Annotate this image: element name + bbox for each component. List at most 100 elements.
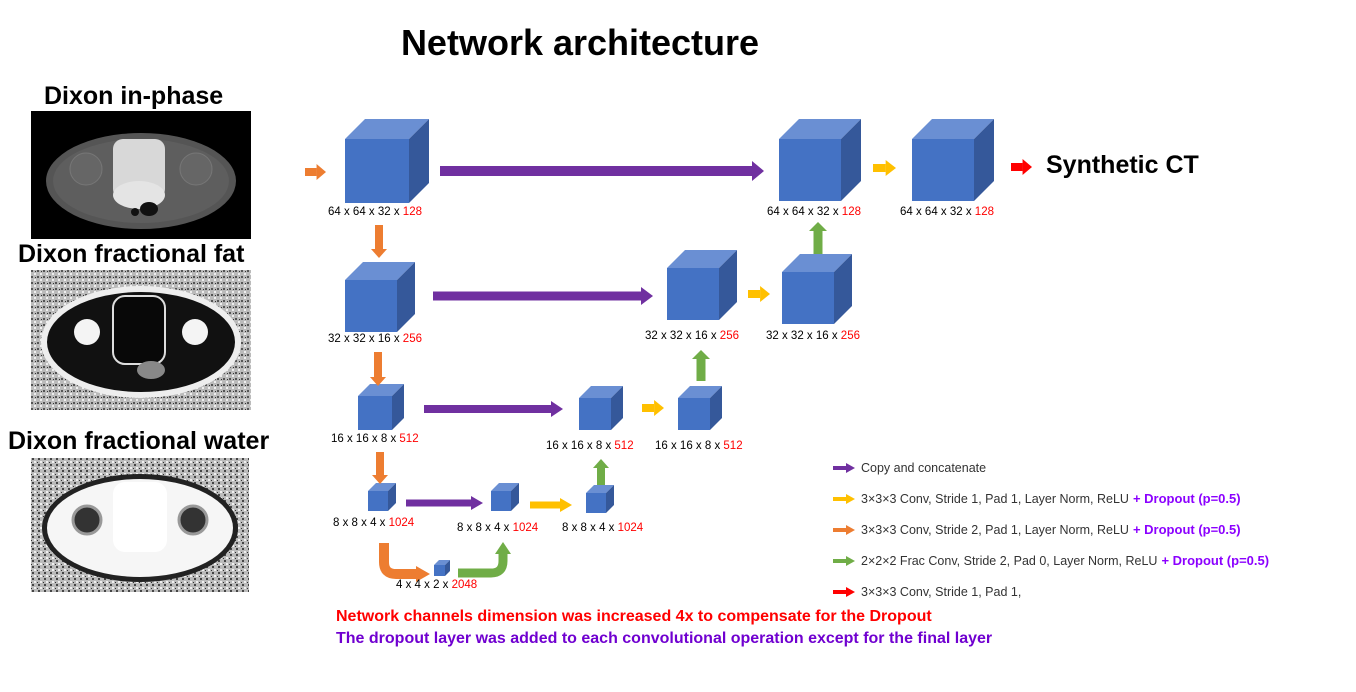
cube-dec2b [782,254,852,324]
channels-text: 1024 [512,522,539,534]
cube-top-face [368,483,396,491]
fractional-fat-scan-graphic [31,270,251,410]
block-label-dec1a: 64 x 64 x 32 x 128 [767,206,861,218]
channels-text: 1024 [388,517,415,529]
cube-front-face [779,139,841,201]
up-arrow-bottleneck [458,542,511,578]
dims-text: 64 x 64 x 32 x [328,206,403,218]
diagram-title: Network architecture [400,22,760,63]
cube-enc4 [368,483,396,511]
cube-front-face [912,139,974,201]
note-channels: Network channels dimension was increased… [336,608,932,625]
cube-side-face [409,119,429,203]
cube-side-face [841,119,861,201]
block-label-dec2b: 32 x 32 x 16 x 256 [766,330,860,342]
cube-side-face [710,386,722,430]
conv-arrow-dec4 [530,498,572,512]
cube-side-face [606,485,614,513]
cube-front-face [491,491,511,511]
output-label: Synthetic CT [1046,151,1199,179]
channels-text: 128 [841,206,861,218]
channels-text: 256 [719,330,739,342]
cube-front-face [368,491,388,511]
legend-text: 3×3×3 Conv, Stride 1, Pad 1, [861,584,1022,599]
legend-item: 3×3×3 Conv, Stride 1, Pad 1, Layer Norm,… [833,483,1269,514]
dims-text: 8 x 8 x 4 x [562,522,618,534]
cube-dec2a [667,250,737,320]
mri-fractional-fat-image [31,270,251,410]
legend-arrow-icon [833,462,855,473]
channels-text: 128 [402,206,422,218]
input-label-fractional-water: Dixon fractional water [8,427,270,455]
input-arrow [305,164,326,180]
channels-text: 512 [723,440,743,452]
cube-side-face [834,254,852,324]
cube-front-face [579,398,611,430]
down-arrow-bottleneck [379,543,430,582]
block-label-dec3b: 16 x 16 x 8 x 512 [655,440,743,452]
dims-text: 8 x 8 x 4 x [457,522,513,534]
legend-arrow-icon [833,555,855,566]
cube-front-face [345,280,397,332]
cube-top-face [434,560,450,565]
cube-top-face [345,262,415,280]
cube-top-face [579,386,623,398]
legend-item: 2×2×2 Frac Conv, Stride 2, Pad 0, Layer … [833,545,1269,576]
cube-side-face [388,483,396,511]
copy-arrow-level1 [440,161,764,181]
cube-top-face [782,254,852,272]
dims-text: 64 x 64 x 32 x [767,206,842,218]
cube-top-face [491,483,519,491]
cube-side-face [397,262,415,332]
channels-text: 2048 [451,579,478,591]
down-arrow-1 [371,225,387,258]
mri-in-phase-image [31,111,251,239]
copy-arrow-level4 [406,496,483,510]
dims-text: 32 x 32 x 16 x [766,330,841,342]
block-label-dec2a: 32 x 32 x 16 x 256 [645,330,739,342]
copy-arrow-level2 [433,287,653,305]
cube-front-face [667,268,719,320]
channels-text: 512 [614,440,634,452]
block-label-dec1b: 64 x 64 x 32 x 128 [900,206,994,218]
cube-top-face [345,119,429,139]
cube-enc1 [345,119,429,203]
channels-text: 256 [840,330,860,342]
legend-text: Copy and concatenate [861,460,987,475]
conv-arrow-dec1 [873,160,896,176]
legend-item: 3×3×3 Conv, Stride 1, Pad 1, [833,576,1269,607]
dims-text: 4 x 4 x 2 x [396,579,452,591]
final-conv-arrow [1011,159,1032,175]
cube-front-face [434,565,445,576]
legend-text: 2×2×2 Frac Conv, Stride 2, Pad 0, Layer … [861,553,1158,568]
legend-dropout-text: + Dropout (p=0.5) [1161,553,1270,568]
cube-front-face [782,272,834,324]
cube-top-face [779,119,861,139]
legend-text: 3×3×3 Conv, Stride 2, Pad 1, Layer Norm,… [861,522,1129,537]
legend-item: 3×3×3 Conv, Stride 2, Pad 1, Layer Norm,… [833,514,1269,545]
dims-text: 32 x 32 x 16 x [328,333,403,345]
down-arrow-2 [370,352,386,386]
channels-text: 128 [974,206,994,218]
legend-dropout-text: + Dropout (p=0.5) [1132,522,1241,537]
cube-dec1b [912,119,994,201]
cube-front-face [345,139,409,203]
legend-arrow-icon [833,586,855,597]
up-arrow-3 [593,459,609,485]
dims-text: 16 x 16 x 8 x [546,440,615,452]
legend-arrow-icon [833,493,855,504]
legend: Copy and concatenate 3×3×3 Conv, Stride 1… [833,452,1269,607]
cube-bottleneck [434,560,450,576]
input-label-in-phase: Dixon in-phase [44,82,224,110]
cube-top-face [667,250,737,268]
block-label-dec4b: 8 x 8 x 4 x 1024 [562,522,643,534]
mri-fractional-water-image [31,458,249,592]
block-label-enc1: 64 x 64 x 32 x 128 [328,206,422,218]
legend-arrow-icon [833,524,855,535]
cube-dec1a [779,119,861,201]
channels-text: 256 [402,333,422,345]
cube-side-face [511,483,519,511]
legend-dropout-text: + Dropout (p=0.5) [1132,491,1241,506]
cube-front-face [586,493,606,513]
copy-arrow-level3 [424,401,563,417]
